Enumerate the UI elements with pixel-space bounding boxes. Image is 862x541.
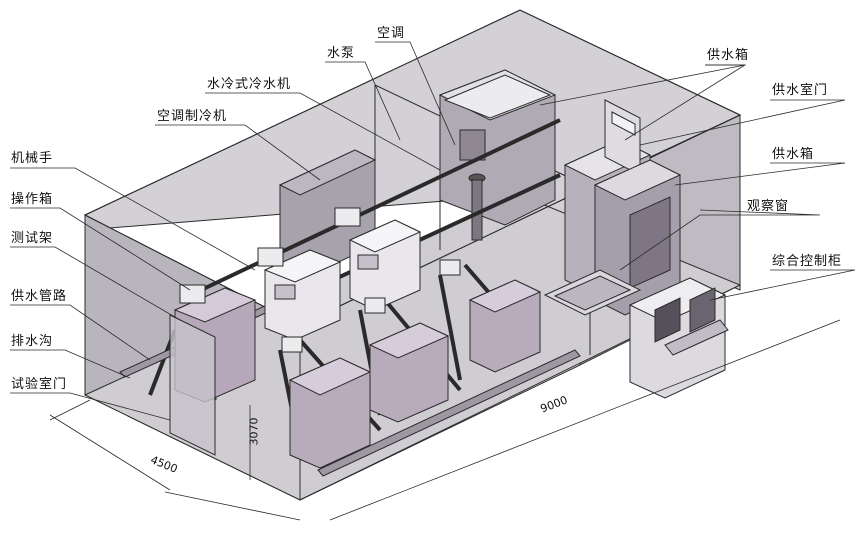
label-air-conditioner: 空调 — [377, 26, 406, 41]
label-operation-box: 操作箱 — [11, 192, 54, 207]
water-supply-door — [604, 99, 641, 176]
label-ac-refrigeration: 空调制冷机 — [157, 109, 228, 124]
label-water-pump: 水泵 — [327, 46, 356, 61]
label-drain-trench: 排水沟 — [11, 334, 54, 349]
test-unit-front-1 — [288, 357, 372, 469]
label-observation-window: 观察窗 — [747, 199, 790, 214]
dimension-lines — [49, 319, 841, 521]
label-test-room-door: 试验室门 — [11, 377, 68, 392]
label-water-tank-top: 供水箱 — [707, 48, 750, 63]
label-water-supply-pipe: 供水管路 — [11, 289, 68, 304]
leader-lines — [10, 41, 856, 421]
dimension-height: 3070 — [247, 417, 261, 446]
water-tank-right — [593, 159, 682, 316]
test-room-door — [169, 314, 216, 456]
front-bottom-edge — [299, 364, 581, 501]
water-room-base — [543, 269, 642, 316]
label-water-chiller: 水冷式冷水机 — [207, 77, 292, 92]
test-unit-front-2 — [368, 322, 450, 423]
test-unit-white-1 — [263, 249, 342, 341]
integrated-control-cabinet — [628, 277, 729, 399]
test-unit-white-2 — [348, 219, 422, 311]
label-water-tank-right: 供水箱 — [772, 147, 815, 162]
label-test-rack: 测试架 — [11, 231, 54, 246]
label-control-cabinet: 综合控制柜 — [772, 254, 843, 269]
test-unit-front-3 — [468, 279, 542, 373]
operation-boxes — [179, 207, 461, 353]
label-manipulator: 机械手 — [11, 151, 54, 166]
label-water-room-door: 供水室门 — [772, 83, 829, 98]
